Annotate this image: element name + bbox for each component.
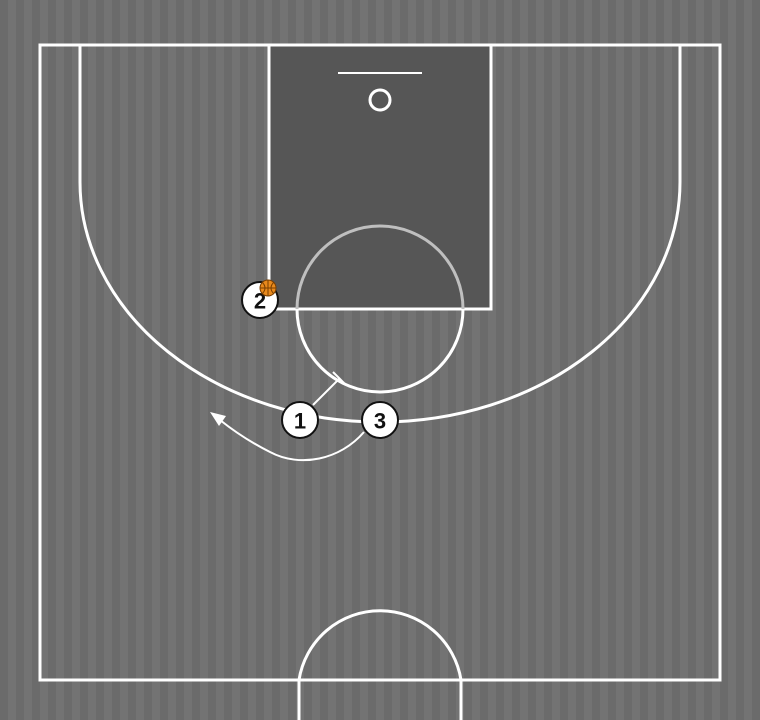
player-3-label: 3: [374, 409, 386, 434]
court-boundary: [38, 43, 722, 682]
arrow-head-icon: [210, 412, 226, 426]
player-1-label: 1: [294, 409, 306, 434]
player-1-circle: [281, 401, 319, 439]
free-throw-circle-top: [295, 224, 465, 310]
center-circle-top: [297, 609, 463, 681]
free-throw-circle-bottom: [295, 308, 465, 394]
player-2[interactable]: 2: [241, 279, 279, 319]
screen-bar: [332, 371, 347, 386]
rim: [368, 88, 392, 112]
basketball-icon: [259, 279, 277, 297]
paint-area: [269, 46, 491, 309]
screen-line: [312, 377, 341, 406]
cut-path: [219, 419, 365, 462]
center-circle-sides: [297, 680, 463, 720]
player-3[interactable]: 3: [361, 401, 399, 439]
player-1[interactable]: 1: [281, 401, 319, 439]
player-3-circle: [361, 401, 399, 439]
key-lines: [267, 45, 493, 311]
